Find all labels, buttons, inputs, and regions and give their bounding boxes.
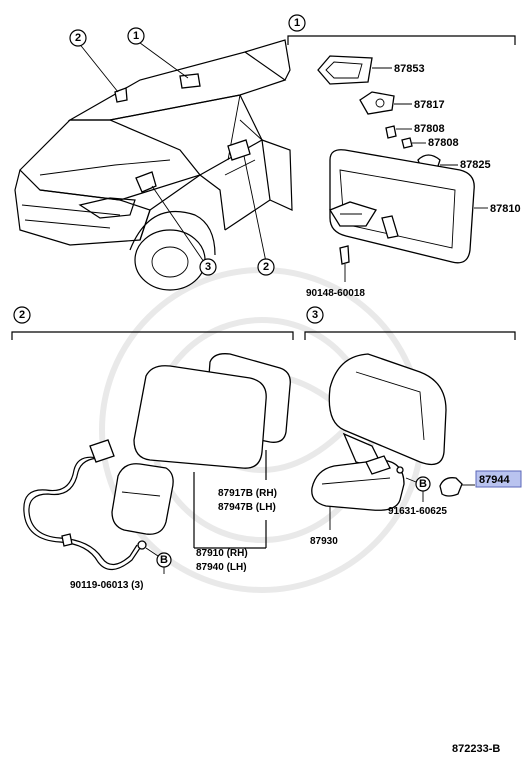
svg-text:B: B (419, 478, 427, 490)
part-87944: 87944 (479, 474, 510, 486)
vehicle-callouts: 2 1 3 2 (69, 27, 275, 276)
section-3-outer-mirror-lh: 3 87944 B 91631-60625 87930 (304, 306, 522, 547)
svg-text:1: 1 (294, 17, 300, 29)
part-87910-rh: 87910 (RH) (196, 548, 248, 559)
part-87917b-rh: 87917B (RH) (218, 488, 277, 499)
part-87808-a: 87808 (414, 123, 445, 135)
svg-text:1: 1 (133, 30, 139, 42)
svg-text:B: B (160, 554, 168, 566)
part-87930: 87930 (310, 536, 338, 547)
svg-text:2: 2 (19, 309, 25, 321)
vehicle-illustration (14, 39, 293, 291)
part-87810: 87810 (490, 203, 521, 215)
diagram-code: 872233-B (452, 743, 500, 755)
part-87944-highlight (475, 470, 522, 488)
part-87853: 87853 (394, 63, 425, 75)
part-87808-b: 87808 (428, 137, 459, 149)
svg-text:3: 3 (312, 309, 318, 321)
svg-text:2: 2 (263, 261, 269, 273)
part-87817: 87817 (414, 99, 445, 111)
part-87825: 87825 (460, 159, 491, 171)
part-90119-06013: 90119-06013 (3) (70, 580, 143, 591)
svg-text:2: 2 (75, 32, 81, 44)
section-2-outer-mirror-rh: 2 87917B (RH) 87947B (LH) 87910 (RH) 879… (11, 306, 294, 591)
part-91631-60625: 91631-60625 (388, 506, 447, 517)
part-87940-lh: 87940 (LH) (196, 562, 247, 573)
part-87947b-lh: 87947B (LH) (218, 502, 276, 513)
section-1-inner-mirror: 1 87853 87817 87808 87808 87825 87810 (287, 14, 521, 299)
svg-text:3: 3 (205, 261, 211, 273)
part-90148-60018: 90148-60018 (306, 288, 365, 299)
